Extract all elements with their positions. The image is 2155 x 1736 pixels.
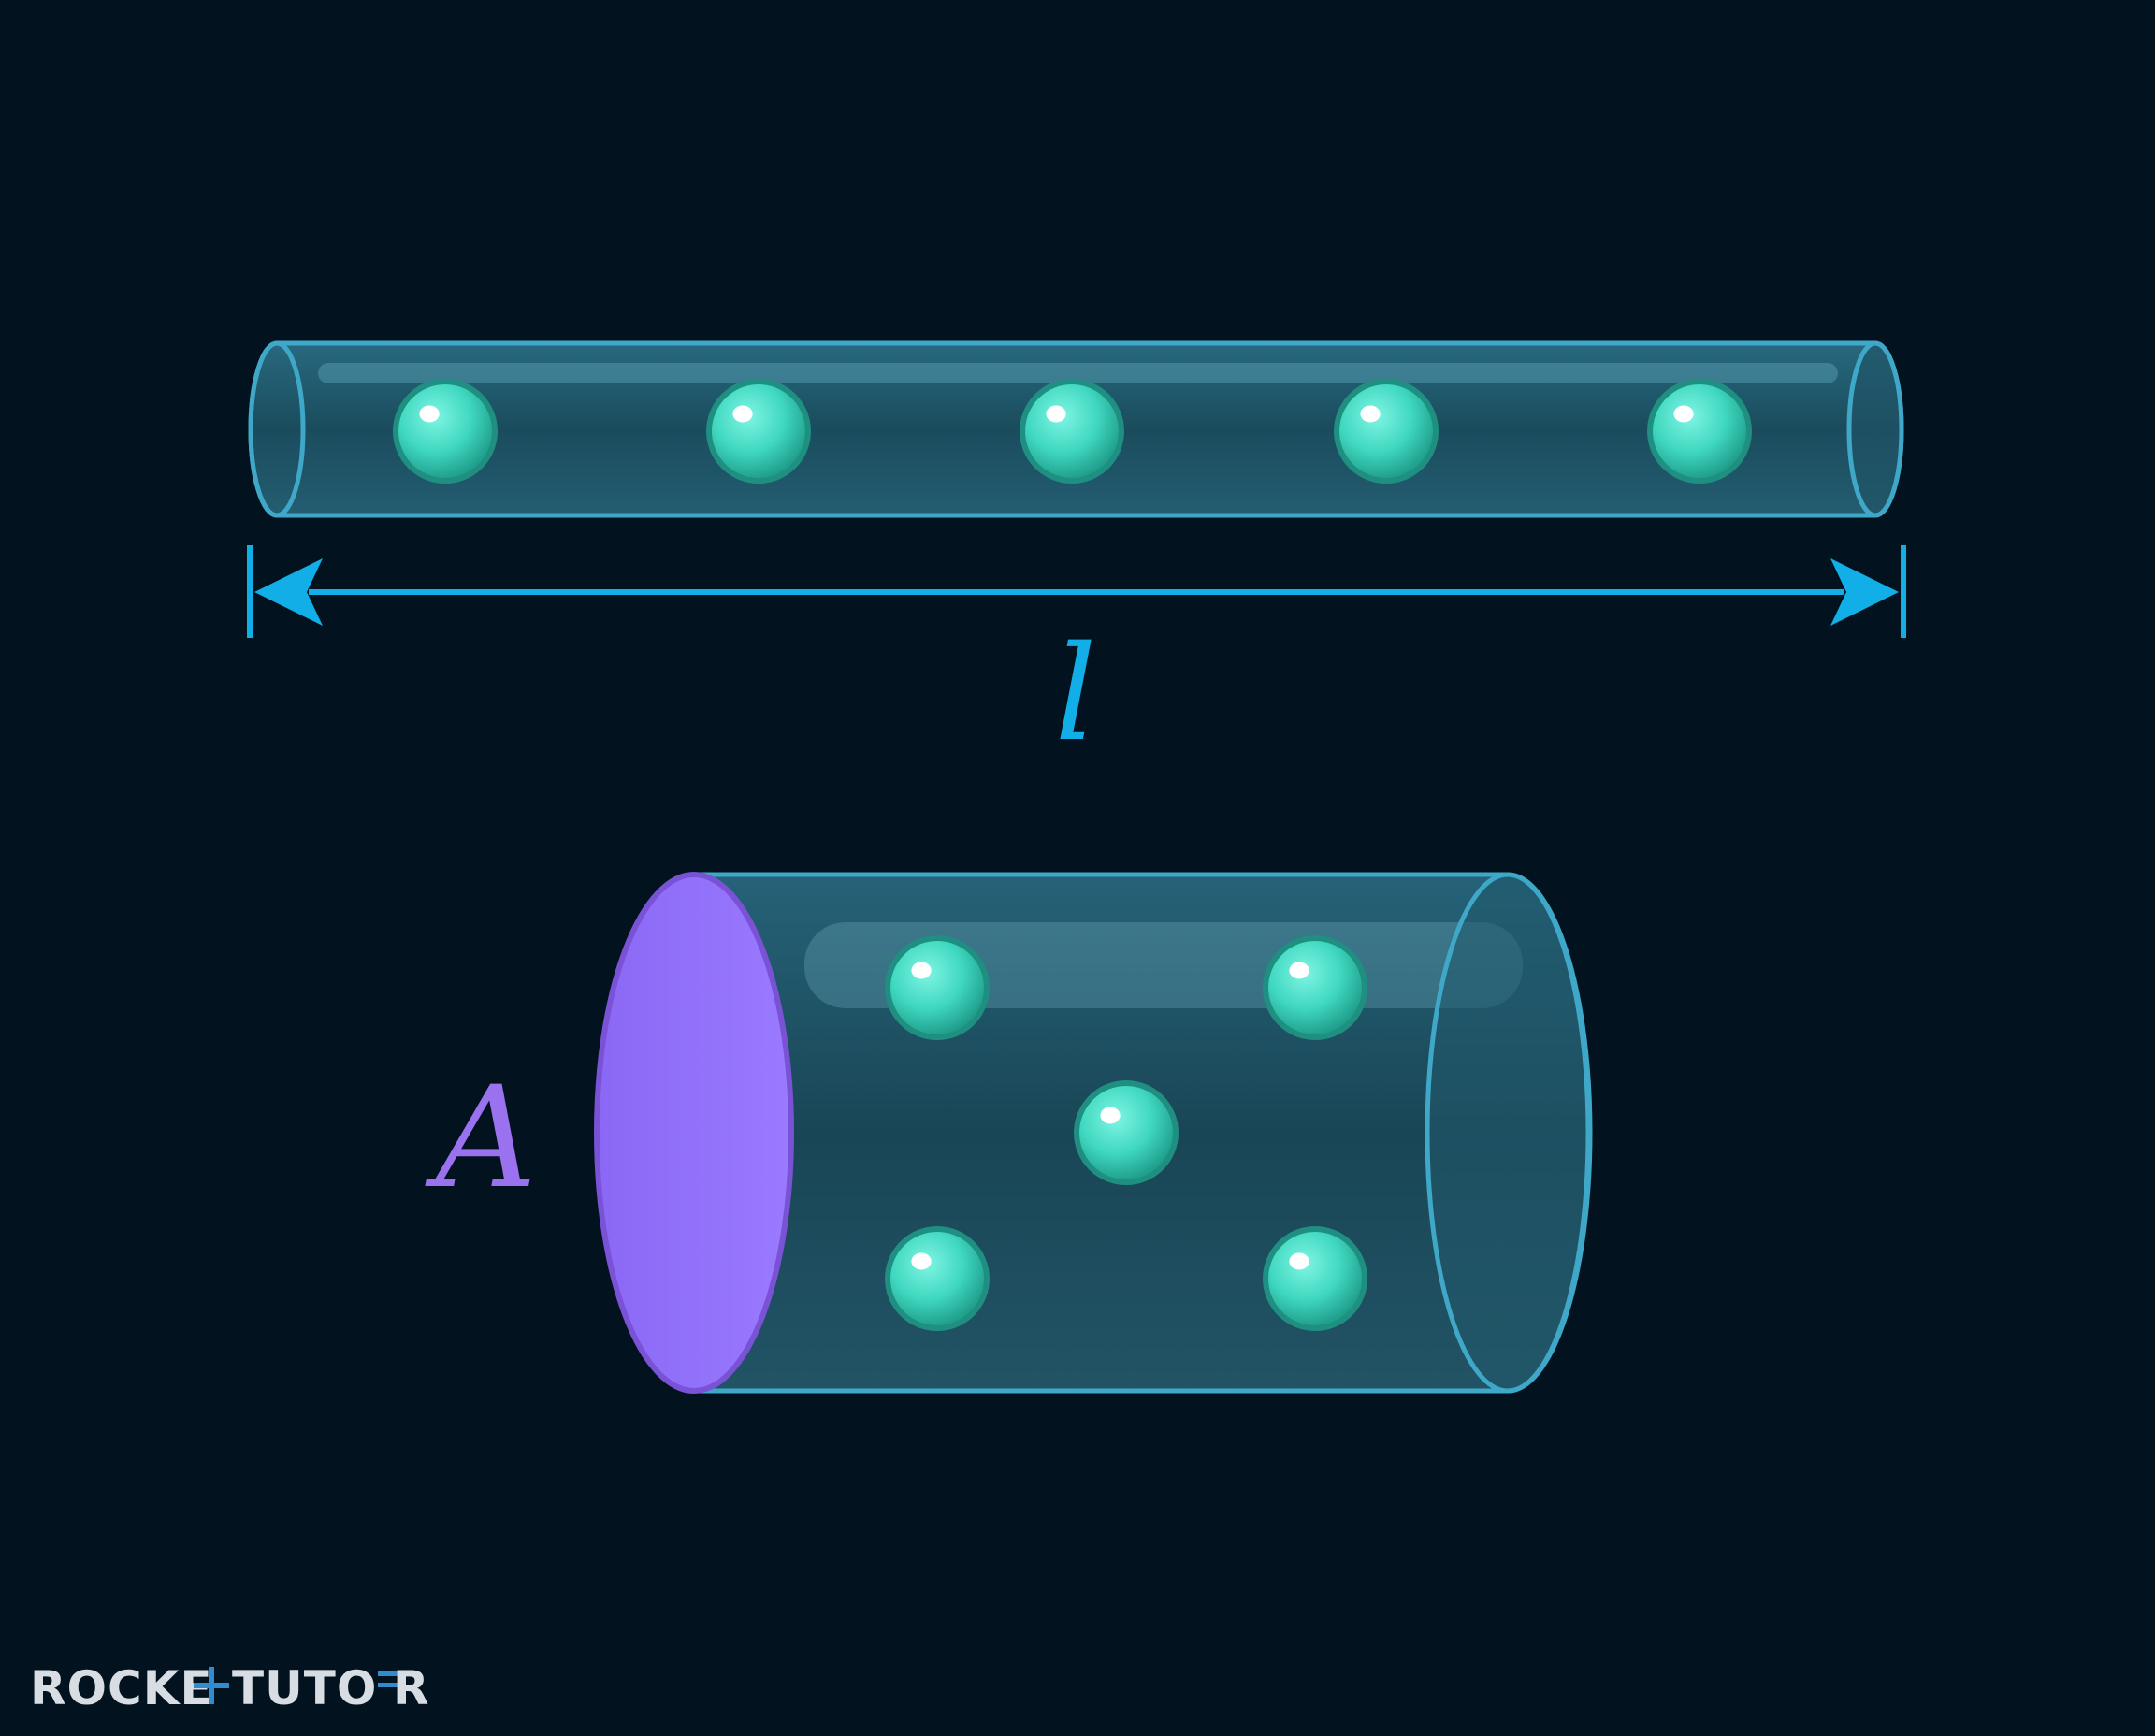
length-arrow-left-head <box>254 558 323 626</box>
thin-wire-particle-3 <box>1020 379 1124 484</box>
rocket-tutor-logo-icon: ROCKE TUTO R <box>30 1661 430 1715</box>
thin-wire-right-end <box>1846 340 1904 518</box>
thick-wire: A <box>425 872 1593 1394</box>
svg-text:TUTO: TUTO <box>232 1661 377 1715</box>
thick-wire-right-end <box>1425 872 1591 1394</box>
thin-wire <box>248 340 1904 518</box>
thick-wire-particle-3 <box>1074 1080 1179 1185</box>
length-label: l <box>1055 618 1097 771</box>
brand-logo: ROCKE TUTO R ROCKETTUTOR <box>30 1656 460 1715</box>
area-label: A <box>425 1057 537 1220</box>
thick-wire-particle-4 <box>885 1226 990 1331</box>
thin-wire-particle-2 <box>706 379 811 484</box>
thin-wire-particle-4 <box>1334 379 1439 484</box>
thin-wire-particle-5 <box>1647 379 1752 484</box>
thin-wire-particle-1 <box>393 379 498 484</box>
thick-wire-particle-5 <box>1263 1226 1367 1331</box>
thin-wire-highlight <box>318 363 1838 383</box>
thick-wire-particles <box>885 935 1367 1331</box>
thin-wire-left-end <box>248 340 306 518</box>
thick-wire-particle-1 <box>885 935 990 1040</box>
cross-section-area <box>594 872 794 1394</box>
thin-wire-particles <box>393 379 1752 484</box>
svg-text:ROCKE: ROCKE <box>30 1661 213 1715</box>
length-arrow-right-head <box>1830 558 1899 626</box>
svg-text:R: R <box>393 1661 430 1715</box>
length-dimension: l <box>247 545 1906 771</box>
thick-wire-particle-2 <box>1263 935 1367 1040</box>
